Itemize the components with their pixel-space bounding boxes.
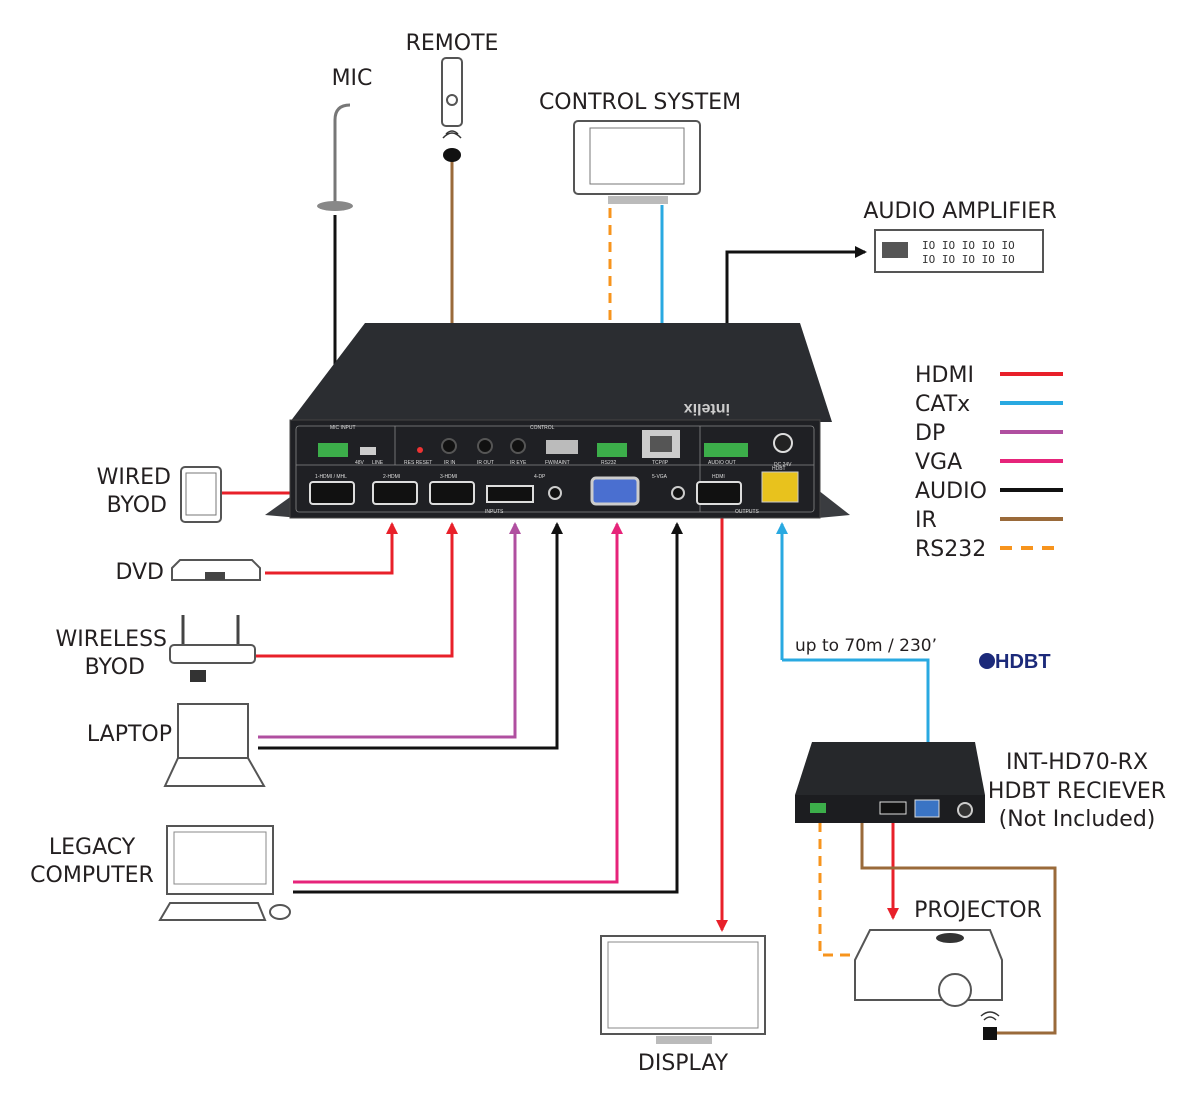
panel-label: RES RESET xyxy=(404,460,432,466)
panel-label: MIC INPUT xyxy=(330,425,356,431)
label-display: DISPLAY xyxy=(638,1051,729,1076)
control-system-device xyxy=(573,120,701,204)
panel-label: IR OUT xyxy=(477,460,494,466)
svg-text:IO IO IO IO IO: IO IO IO IO IO xyxy=(922,253,1015,266)
dvd-hdmi-cable xyxy=(265,522,398,575)
remote-device xyxy=(441,57,463,162)
projector-device xyxy=(854,929,1003,1040)
brand-logo: intelix xyxy=(684,400,730,417)
dp-port xyxy=(486,485,534,503)
laptop-dp-cable xyxy=(258,522,521,739)
hdbt-logo: HDBT xyxy=(995,651,1051,673)
panel-label: TCP/IP xyxy=(652,460,669,466)
panel-label: CONTROL xyxy=(530,425,555,431)
legend-label: AUDIO xyxy=(915,479,987,504)
laptop-device xyxy=(163,703,266,787)
label-mic: MIC xyxy=(332,66,373,91)
label-control-system: CONTROL SYSTEM xyxy=(539,90,741,115)
wireless-hdmi-cable xyxy=(255,522,458,658)
legend-label: HDMI xyxy=(915,363,974,388)
panel-label: LINE xyxy=(372,460,384,466)
label-audio-amplifier: AUDIO AMPLIFIER xyxy=(863,199,1056,224)
dc-jack xyxy=(773,433,793,453)
panel-label: 3-HDMI xyxy=(440,474,457,480)
label-legacy-computer: COMPUTER xyxy=(30,863,154,888)
hdbt-port xyxy=(761,471,799,503)
label-wireless-byod: WIRELESS xyxy=(55,627,167,652)
label-dvd: DVD xyxy=(115,560,164,585)
label-wired-byod: BYOD xyxy=(107,493,167,518)
label-projector: PROJECTOR xyxy=(914,898,1042,923)
dp-audio-jack xyxy=(548,486,562,500)
label-laptop: LAPTOP xyxy=(87,722,172,747)
legacy-vga-cable xyxy=(293,522,623,884)
svg-text:IO IO IO IO IO: IO IO IO IO IO xyxy=(922,239,1015,252)
label-remote: REMOTE xyxy=(406,31,499,56)
panel-label: OUTPUTS xyxy=(735,509,760,515)
cables xyxy=(222,160,1057,1035)
panel-label: HDMI xyxy=(712,474,725,480)
usb-port xyxy=(546,440,578,454)
audio-amplifier-device: IO IO IO IO IO IO IO IO IO IO xyxy=(874,229,1044,273)
vga-port xyxy=(590,476,640,506)
panel-label: 4-DP xyxy=(534,474,546,480)
panel-label: INPUTS xyxy=(485,509,504,515)
hdmi-ports xyxy=(309,481,742,505)
distance-note: up to 70m / 230’ xyxy=(795,636,937,656)
legend-label: VGA xyxy=(915,450,962,475)
legend-label: CATx xyxy=(915,392,970,417)
display-device xyxy=(600,935,766,1044)
reset-led xyxy=(417,447,423,453)
panel-label: 1-HDMI / MHL xyxy=(315,474,347,480)
vga-audio-jack xyxy=(671,486,685,500)
panel-label: AUDIO OUT xyxy=(708,460,736,466)
label-wireless-byod: BYOD xyxy=(85,655,145,680)
projector-ir-cable xyxy=(860,822,1057,1035)
panel-label: 5-VGA xyxy=(652,474,668,480)
router-device xyxy=(169,615,256,682)
label-wired-byod: WIRED xyxy=(97,465,171,490)
terminal-blocks xyxy=(318,443,748,457)
legacy-computer-device xyxy=(158,825,291,921)
legend-label: DP xyxy=(915,421,945,446)
label-legacy-computer: LEGACY xyxy=(49,835,136,860)
panel-label: HDBT xyxy=(772,466,786,472)
panel-label: RS232 xyxy=(601,460,617,466)
legend-label: IR xyxy=(915,508,937,533)
receiver-device xyxy=(795,742,985,823)
label-receiver: HDBT RECIEVER xyxy=(988,779,1166,804)
panel-label: 48V xyxy=(355,460,365,466)
switcher-device: intelix MIC INPUT CONTROL 48V LINE RES R… xyxy=(265,323,850,519)
panel-label: FW/MAINT xyxy=(545,460,570,466)
panel-label: DC 24V xyxy=(774,462,792,468)
panel-label: 2-HDMI xyxy=(383,474,400,480)
tablet-device xyxy=(180,466,222,523)
ir-emitter xyxy=(983,1027,997,1040)
dvd-device xyxy=(171,559,261,581)
device-labels: REMOTE MIC CONTROL SYSTEM AUDIO AMPLIFIE… xyxy=(30,31,1166,1076)
panel-label: IR IN xyxy=(444,460,456,466)
mic-switch xyxy=(360,447,376,455)
ir-jacks xyxy=(441,438,526,454)
laptop-audio-cable xyxy=(258,522,563,750)
panel-label: IR EYE xyxy=(510,460,527,466)
label-receiver: (Not Included) xyxy=(999,807,1156,832)
hdbt-logo-mark xyxy=(979,653,995,669)
legacy-audio-cable xyxy=(293,522,683,894)
legend-label: RS232 xyxy=(915,537,986,562)
projector-rs232-cable xyxy=(818,822,858,957)
mic-device xyxy=(317,103,353,211)
label-receiver: INT-HD70-RX xyxy=(1006,750,1148,775)
